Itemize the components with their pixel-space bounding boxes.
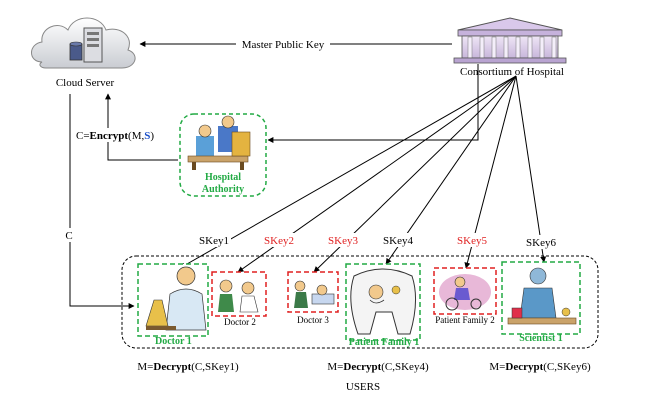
key-label-5: SKey5 — [457, 235, 487, 247]
hospital-authority-node: Hospital Authority — [179, 113, 267, 197]
key-line-6 — [515, 75, 547, 263]
user-label-scientist-1: Scientist 1 — [519, 333, 563, 344]
user-card-doctor-2: Doctor 2 — [211, 271, 267, 327]
user-label-doctor-2: Doctor 2 — [224, 317, 256, 327]
user-label-patient-family-2: Patient Family 2 — [435, 315, 495, 325]
consortium-label: Consortium of Hospital — [460, 66, 564, 78]
doctor-icon — [145, 266, 207, 331]
key-label-4: SKey4 — [383, 235, 413, 247]
hospital-building-icon — [453, 17, 567, 64]
encrypt-formula: C=Encrypt(M,S) — [76, 130, 154, 142]
consortium-node: Consortium of Hospital — [453, 17, 567, 78]
decrypt-formula-2: M=Decrypt(C,SKey4) — [327, 361, 429, 373]
user-card-scientist-1: Scientist 1 — [501, 261, 581, 344]
key-label-1: SKey1 — [199, 235, 229, 247]
authority-label-line1: Hospital — [205, 172, 241, 183]
decrypt-formula-3: M=Decrypt(C,SKey6) — [489, 361, 591, 373]
master-public-key-label: Master Public Key — [242, 39, 325, 51]
key-label-3: SKey3 — [328, 235, 358, 247]
authority-label-line2: Authority — [202, 184, 244, 195]
authority-to-cloud-arrow — [105, 93, 178, 161]
user-card-doctor-3: Doctor 3 — [287, 271, 339, 325]
wheelchair-patient-icon — [439, 274, 491, 311]
doctor-patient-icon — [218, 279, 259, 313]
server-icon — [69, 27, 103, 63]
users-group-border — [121, 255, 599, 349]
consortium-to-authority-arrow — [267, 64, 479, 143]
cloud-server-label: Cloud Server — [56, 77, 115, 89]
key-label-6: SKey6 — [526, 237, 556, 249]
key-line-1 — [179, 75, 517, 269]
happy-tooth-icon — [350, 268, 416, 335]
cloud-icon — [31, 17, 136, 69]
key-line-4 — [385, 75, 517, 265]
scientist-icon — [507, 267, 577, 325]
user-label-doctor-3: Doctor 3 — [297, 315, 329, 325]
office-workers-icon — [187, 115, 251, 170]
user-label-patient-family-1: Patient Family 1 — [349, 337, 420, 348]
user-card-doctor-1: Doctor 1 — [137, 263, 209, 347]
cloud-server-node: Cloud Server — [31, 17, 136, 89]
ciphertext-label: C — [65, 230, 72, 242]
cloud-to-users-arrow — [69, 94, 135, 309]
decrypt-formula-1: M=Decrypt(C,SKey1) — [137, 361, 239, 373]
authority-border — [179, 113, 267, 197]
user-card-patient-family-1: Patient Family 1 — [345, 263, 421, 348]
user-label-doctor-1: Doctor 1 — [155, 336, 192, 347]
key-label-2: SKey2 — [264, 235, 294, 247]
users-label: USERS — [346, 381, 380, 393]
user-card-patient-family-2: Patient Family 2 — [433, 267, 497, 325]
bedside-visit-icon — [294, 280, 335, 308]
key-labels: SKey1 SKey2 SKey3 SKey4 SKey5 SKey6 — [197, 233, 558, 249]
